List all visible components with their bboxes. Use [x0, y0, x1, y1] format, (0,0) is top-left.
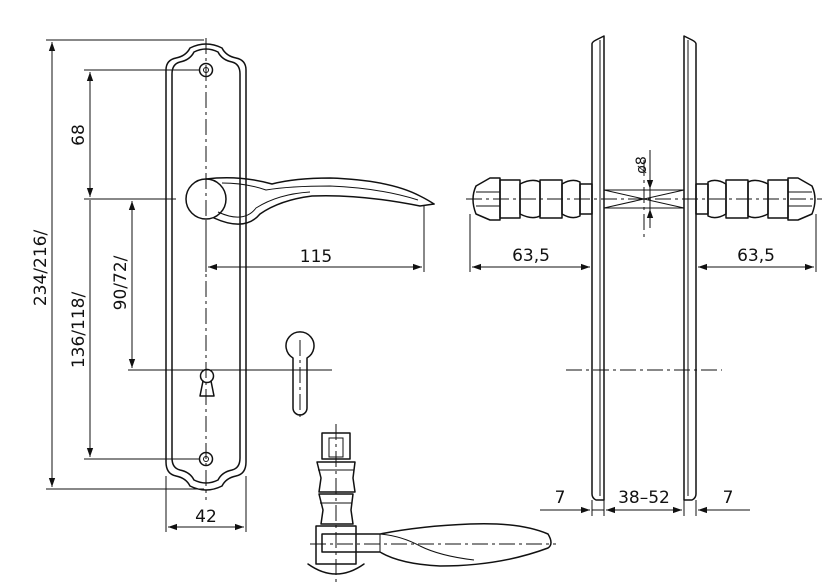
cylinder-cutout — [268, 331, 332, 420]
dim-plate-width-label: 42 — [195, 507, 217, 527]
dimension-projection-right: 63,5 — [698, 214, 817, 272]
dimension-total-height: 234/216/ — [31, 39, 204, 490]
dimension-spindle: ø8 — [634, 150, 654, 228]
dim-rose-right-label: 7 — [723, 488, 734, 508]
dim-projection-left-label: 63,5 — [512, 246, 550, 266]
dimension-lower-span: 136/118/ — [69, 69, 200, 460]
dimension-handle-to-key: 90/72/ — [111, 198, 330, 371]
dim-lower-span-label: 136/118/ — [69, 292, 89, 369]
dimension-plate-width: 42 — [165, 476, 247, 532]
dimension-handle-length: 115 — [205, 206, 425, 272]
dimension-upper-span: 68 — [69, 72, 176, 200]
dimension-projection-left: 63,5 — [469, 214, 590, 272]
keyhole — [199, 368, 215, 397]
dim-projection-right-label: 63,5 — [737, 246, 775, 266]
dim-total-height-label: 234/216/ — [31, 230, 51, 307]
dim-upper-span-label: 68 — [69, 124, 89, 146]
dim-handle-length-label: 115 — [300, 247, 332, 267]
lever-handle-front — [185, 177, 435, 225]
dim-handle-to-key-label: 90/72/ — [111, 255, 131, 310]
dim-rose-left-label: 7 — [555, 488, 566, 508]
dim-spindle-label: ø8 — [634, 156, 650, 173]
dim-door-thickness-label: 38–52 — [618, 488, 670, 508]
lever-side-view — [307, 424, 556, 584]
side-section-view — [466, 35, 822, 501]
dimension-door-thickness: 7 38–52 7 — [540, 488, 750, 516]
